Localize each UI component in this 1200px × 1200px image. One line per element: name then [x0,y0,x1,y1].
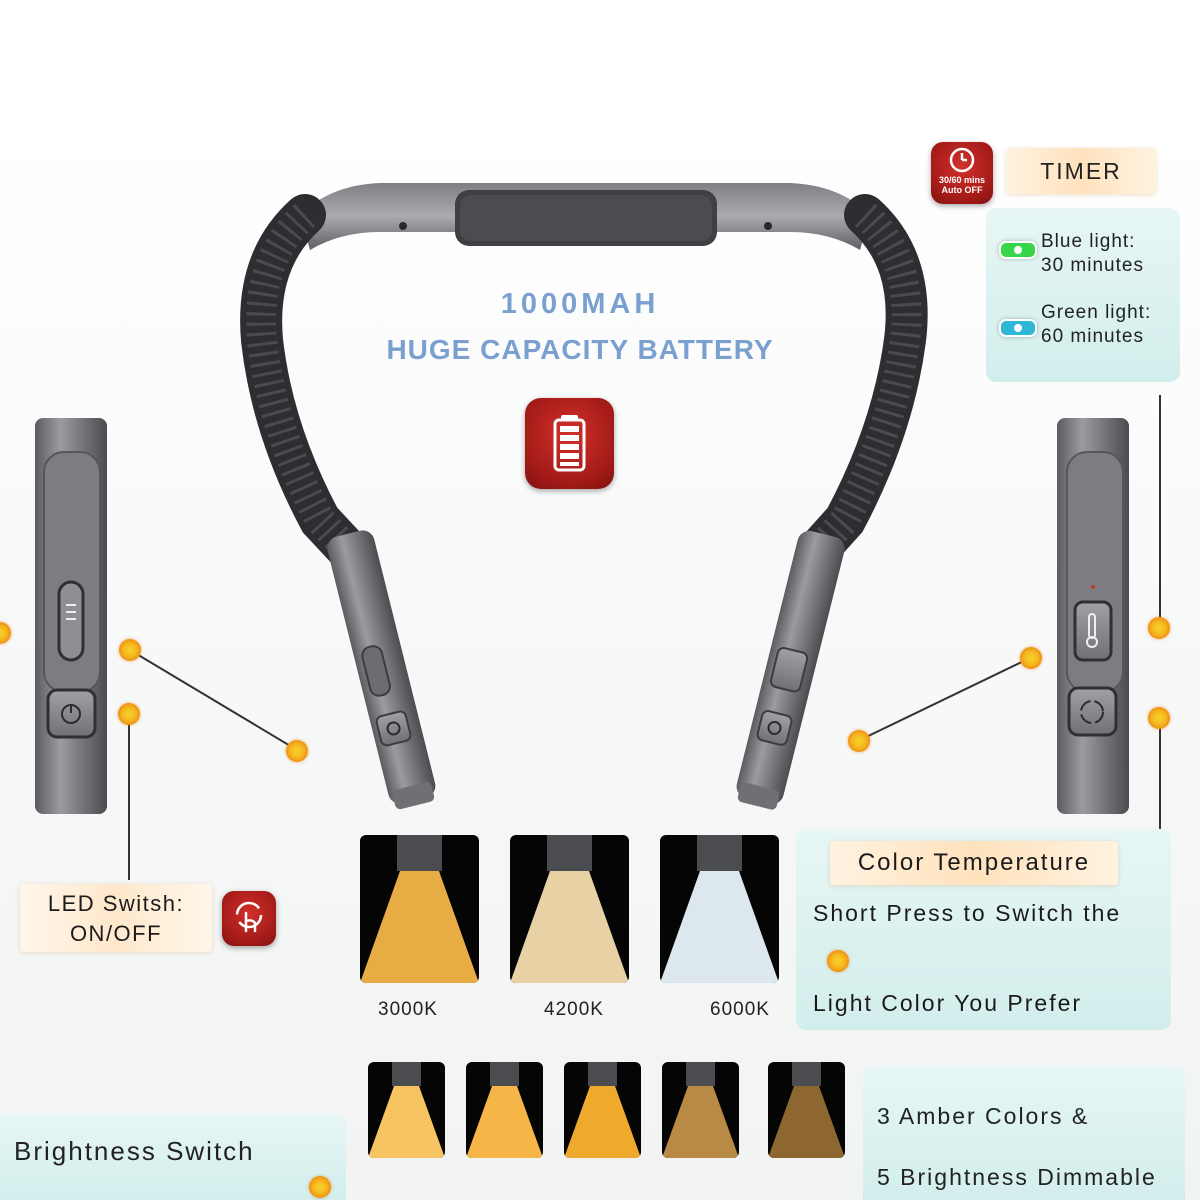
beam-6000k-image [660,835,779,983]
timer-modes-card: Blue light: 30 minutes Green light: 60 m… [986,208,1180,382]
callout-dot [119,639,141,661]
callout-dot [827,950,849,972]
battery-icon [525,398,614,489]
light-beam-icon [564,1062,641,1158]
capacity-headline: 1000MAH [500,288,660,320]
brightness-dimmable-text: 5 Brightness Dimmable [877,1164,1157,1190]
led-indicator-icon [999,319,1037,337]
brightness-level-3 [564,1062,641,1158]
brightness-level-2 [466,1062,543,1158]
color-temperature-line1: Short Press to Switch the [813,900,1122,926]
callout-dot [286,740,308,762]
left-closeup-lamp [35,418,107,814]
callout-dot [0,622,11,644]
timer-mode-30: Blue light: 30 minutes [1041,230,1144,278]
left-lamp-head [327,530,436,810]
dimmable-info-card: 3 Amber Colors & 5 Brightness Dimmable [863,1066,1185,1200]
light-beam-icon [466,1062,543,1158]
light-beam-icon [360,835,479,983]
led-switch-label: LED Switsh: ON/OFF [20,884,212,952]
timer-badge-line1: 30/60 mins [938,175,986,185]
brightness-level-5 [768,1062,845,1158]
timer-badge-line2: Auto OFF [941,185,983,195]
callout-dot [1020,647,1042,669]
brightness-level-4 [662,1062,739,1158]
light-beam-icon [768,1062,845,1158]
kelvin-label-6000: 6000K [710,999,770,1020]
right-lamp-head [736,530,845,810]
beam-4200k-image [510,835,629,983]
led-switch-line1: LED Switsh: [47,891,185,916]
beam-fill [360,871,479,983]
timer-mode-duration: 30 minutes [1041,255,1144,276]
touch-switch-icon [222,891,276,946]
kelvin-label-4200: 4200K [544,999,604,1020]
callout-dot [309,1176,331,1198]
callout-dot [1148,617,1170,639]
led-indicator-icon [999,241,1037,259]
led-switch-line2: ON/OFF [69,921,163,946]
brightness-level-1 [368,1062,445,1158]
timer-title: TIMER [1006,148,1156,194]
timer-mode-label: Blue light: [1041,231,1136,252]
color-temperature-card: Color Temperature Short Press to Switch … [796,829,1171,1030]
color-temperature-title: Color Temperature [830,841,1118,885]
light-beam-icon [662,1062,739,1158]
beam-3000k-image [360,835,479,983]
light-beam-icon [660,835,779,983]
timer-mode-60: Green light: 60 minutes [1041,301,1151,349]
callout-dot [1148,707,1170,729]
callout-dot [848,730,870,752]
callout-dot [118,703,140,725]
timer-mode-label: Green light: [1041,302,1152,323]
light-beam-icon [510,835,629,983]
timer-mode-duration: 60 minutes [1041,326,1144,347]
brightness-switch-card: Brightness Switch [0,1114,346,1200]
color-temperature-line2: Light Color You Prefer [813,990,1083,1016]
brightness-switch-label: Brightness Switch [14,1136,255,1166]
amber-colors-text: 3 Amber Colors & [877,1103,1090,1129]
timer-clock-icon: 30/60 mins Auto OFF [931,142,993,204]
kelvin-label-3000: 3000K [378,999,438,1020]
right-closeup-lamp [1057,418,1129,814]
battery-subtitle: HUGE CAPACITY BATTERY [386,334,774,365]
light-beam-icon [368,1062,445,1158]
